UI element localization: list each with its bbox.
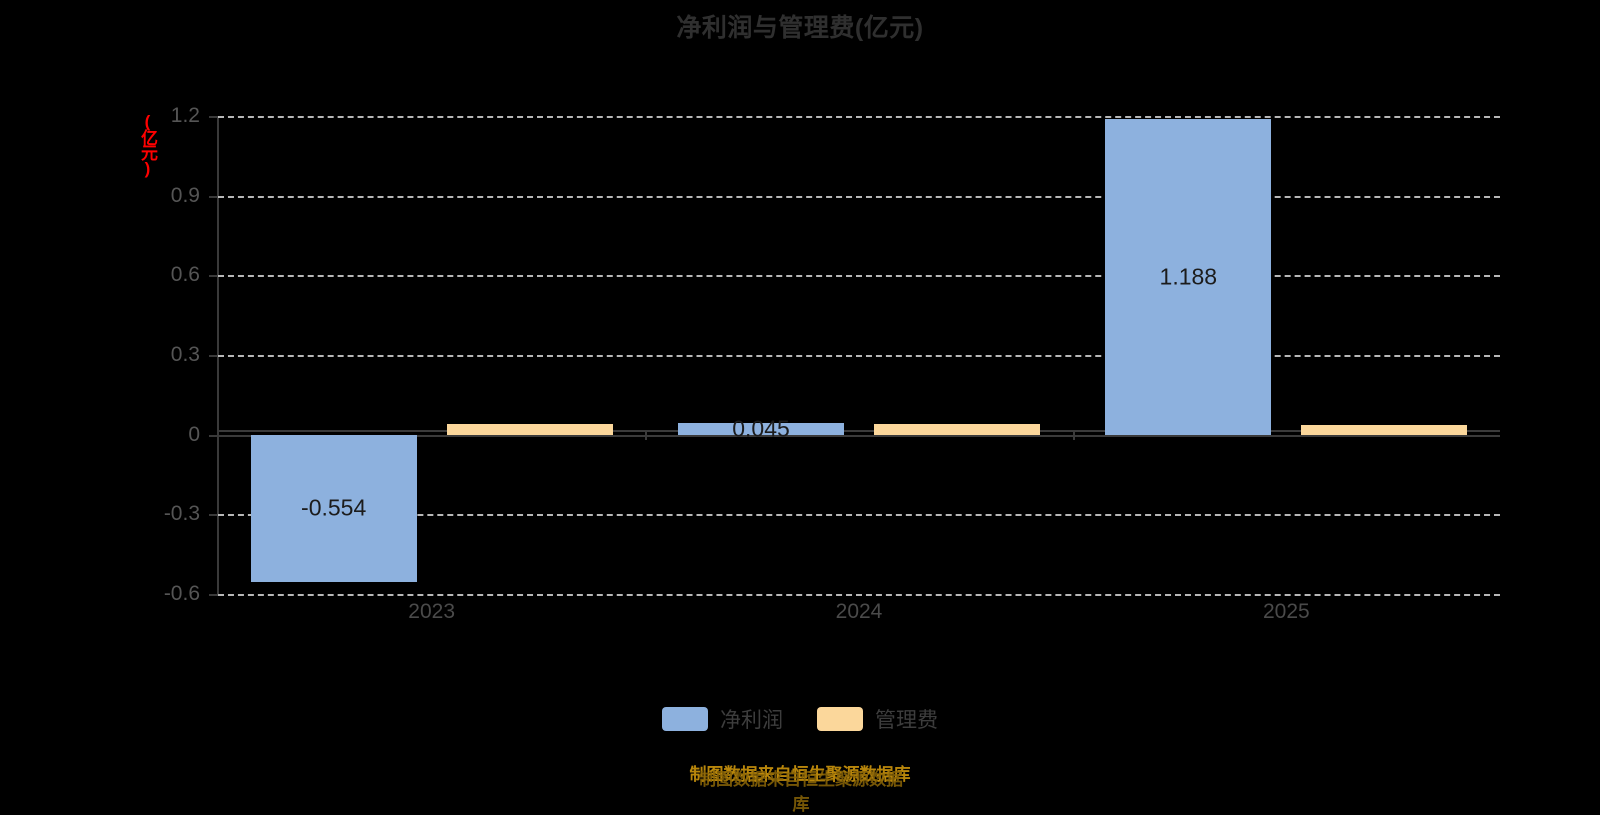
y-axis-tick-label: 0.6 bbox=[170, 263, 200, 287]
bar-admin-expense-2025[interactable] bbox=[1301, 424, 1468, 435]
y-axis-tick-label: 0.9 bbox=[170, 183, 200, 207]
legend-label: 净利润 bbox=[720, 709, 783, 732]
y-axis-tick bbox=[209, 594, 218, 596]
bar-net-profit-2024[interactable] bbox=[678, 422, 844, 435]
page-title: 净利润与管理费(亿元) bbox=[676, 14, 924, 42]
y-axis-tick-label: -0.6 bbox=[163, 582, 200, 605]
y-axis-tick bbox=[209, 275, 218, 278]
legend-swatch bbox=[817, 707, 863, 731]
bar-net-profit-2023[interactable] bbox=[250, 434, 417, 582]
bar-value-label: 0.045 bbox=[732, 415, 790, 442]
x-axis-tick-label: 2025 bbox=[1262, 600, 1310, 623]
plot-area: -0.554 0.045 1.188 bbox=[218, 116, 1500, 596]
source-note: 制图数据来自恒生聚源数据库 bbox=[0, 760, 1600, 785]
y-axis-tick bbox=[209, 195, 218, 198]
y-axis-tick bbox=[209, 355, 218, 357]
bar-value-label: 1.188 bbox=[1159, 263, 1218, 290]
legend-item-net-profit[interactable]: 净利润 bbox=[662, 704, 783, 734]
y-axis-tick-label: 0 bbox=[188, 422, 200, 446]
bar-admin-expense-2024[interactable] bbox=[874, 424, 1040, 435]
x-axis-line bbox=[218, 430, 1500, 432]
bar-value-label: -0.554 bbox=[301, 494, 367, 521]
source-note-text: 制图数据来自恒生聚源数据库 bbox=[690, 765, 911, 784]
x-axis-group-separator bbox=[1072, 430, 1075, 440]
gridline bbox=[218, 195, 1500, 198]
gridline bbox=[218, 514, 1500, 517]
gridline bbox=[218, 116, 1500, 118]
y-axis-tick-labels: 1.2 0.9 0.6 0.3 0 -0.3 -0.6 bbox=[128, 0, 200, 800]
gridline bbox=[218, 275, 1500, 278]
x-axis-group-separator bbox=[645, 430, 648, 440]
y-axis-tick-label: -0.3 bbox=[163, 502, 200, 526]
legend-swatch bbox=[662, 707, 708, 731]
zero-line bbox=[218, 434, 1500, 437]
x-axis-tick-label: 2024 bbox=[835, 600, 883, 623]
y-axis-tick-label: 0.3 bbox=[170, 343, 200, 366]
y-axis-tick-label: 1.2 bbox=[170, 104, 200, 127]
legend-label: 管理费 bbox=[875, 709, 938, 732]
x-axis-tick-label: 2023 bbox=[408, 600, 456, 623]
chart-legend: 净利润 管理费 bbox=[0, 704, 1600, 734]
y-axis-tick bbox=[209, 434, 218, 437]
bar-net-profit-2025[interactable] bbox=[1105, 119, 1272, 435]
gridline bbox=[218, 594, 1500, 596]
bar-admin-expense-2023[interactable] bbox=[446, 423, 613, 435]
legend-item-admin-expense[interactable]: 管理费 bbox=[817, 704, 938, 734]
gridline bbox=[218, 355, 1500, 357]
y-axis-tick bbox=[209, 116, 218, 118]
y-axis-unit-label: (亿元) bbox=[138, 112, 157, 176]
y-axis-tick bbox=[209, 514, 218, 517]
